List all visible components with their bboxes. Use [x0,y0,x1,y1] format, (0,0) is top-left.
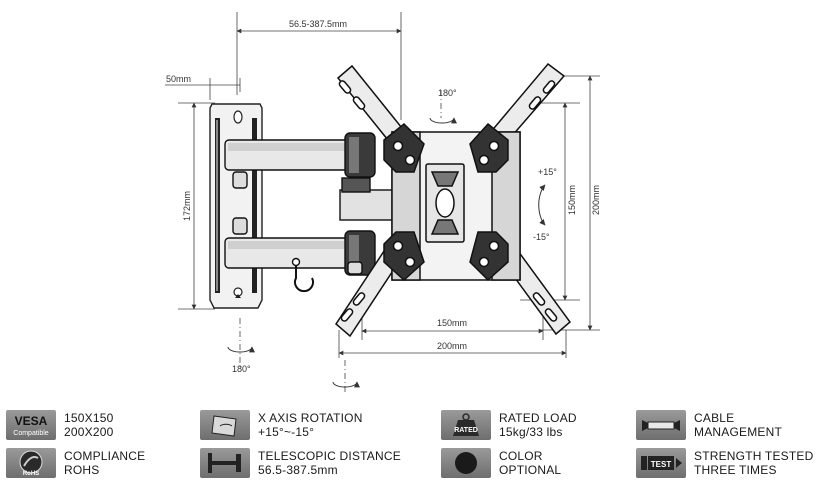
feature-color-line2: OPTIONAL [499,463,562,477]
rotation-bottom-label: 180° [232,364,251,374]
feature-load-line2: 15kg/33 lbs [499,425,563,439]
feature-telescopic-distance: TELESCOPIC DISTANCE 56.5-387.5mm [200,446,401,480]
feature-list: VESA Compatible 150X150 200X200 X AXIS R… [0,402,820,500]
swing-arms [224,132,401,293]
tilt-up-label: +15° [538,167,557,177]
feature-telescopic-line1: TELESCOPIC DISTANCE [258,449,401,463]
strength-test-icon: TEST [636,448,686,478]
feature-vesa: VESA Compatible 150X150 200X200 [6,408,113,442]
vesa-vertical-200-label: 200mm [591,185,601,215]
vesa-horizontal-150-label: 150mm [437,318,467,328]
svg-text:RATED: RATED [454,427,478,434]
rotation-top-label: 180° [438,88,457,98]
feature-vesa-line1: 150X150 [64,411,114,425]
wall-plate [209,103,263,309]
wall-plate-height-label: 172mm [182,191,192,221]
svg-text:Compatible: Compatible [13,430,49,437]
feature-rated-load: RATED RATED LOAD 15kg/33 lbs [441,408,577,442]
feature-rohs: RoHS COMPLIANCE ROHS [6,446,145,480]
feature-vesa-line2: 200X200 [64,425,114,439]
svg-text:VESA: VESA [15,414,48,428]
feature-strength-test: TEST STRENGTH TESTED THREE TIMES [636,446,813,480]
color-icon [441,448,491,478]
wall-plate-width-label: 50mm [166,74,191,84]
feature-x-axis-rotation: X AXIS ROTATION +15°~-15° [200,408,363,442]
feature-load-line1: RATED LOAD [499,411,577,425]
feature-strength-line1: STRENGTH TESTED [694,449,814,463]
feature-cable-line1: CABLE [694,411,735,425]
feature-rohs-line1: COMPLIANCE [64,449,146,463]
dimension-lines [165,12,600,395]
feature-color: COLOR OPTIONAL [441,446,561,480]
svg-text:RoHS: RoHS [23,471,39,477]
tilt-down-label: -15° [533,232,550,242]
vesa-horizontal-200-label: 200mm [437,341,467,351]
vesa-icon: VESA Compatible [6,410,56,440]
feature-cable-line2: MANAGEMENT [694,425,783,439]
cable-management-icon [636,410,686,440]
rotation-arrows [227,117,546,388]
rohs-icon: RoHS [6,448,56,478]
feature-cable-management: CABLE MANAGEMENT [636,408,782,442]
telescopic-dimension-label: 56.5-387.5mm [289,19,347,29]
x-axis-rotation-icon [200,410,250,440]
vesa-vertical-150-label: 150mm [567,185,577,215]
feature-rohs-line2: ROHS [64,463,100,477]
feature-color-line1: COLOR [499,449,543,463]
vesa-bracket [335,62,572,338]
feature-strength-line2: THREE TIMES [694,463,777,477]
feature-telescopic-line2: 56.5-387.5mm [258,463,338,477]
feature-rotation-line2: +15°~-15° [258,425,315,439]
mount-technical-drawing: 56.5-387.5mm 50mm 172mm 180° 180° +15° -… [165,12,601,395]
dimension-labels: 56.5-387.5mm 50mm 172mm 180° 180° +15° -… [166,19,601,374]
rated-load-icon: RATED [441,410,491,440]
feature-rotation-line1: X AXIS ROTATION [258,411,363,425]
telescopic-distance-icon [200,448,250,478]
svg-text:TEST: TEST [651,460,672,469]
